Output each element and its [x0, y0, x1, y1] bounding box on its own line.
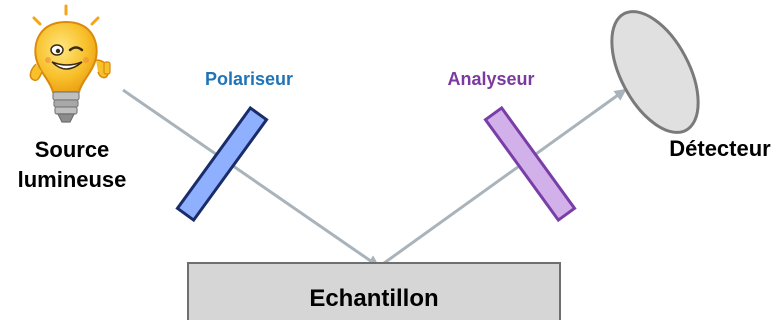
polarizer-plate: [175, 105, 269, 223]
detector-dish: [610, 10, 700, 134]
polarizer-label: Polariseur: [205, 69, 293, 89]
sample-label: Echantillon: [309, 285, 438, 312]
incident-beam: [122, 88, 380, 268]
source-label-line2: lumineuse: [18, 167, 127, 192]
reflected-beam: [379, 88, 627, 268]
analyzer-plate: [483, 105, 577, 223]
detector-label: Détecteur: [669, 136, 771, 161]
source-label-line1: Source: [35, 137, 110, 162]
light-bulb-icon: [29, 4, 111, 123]
analyzer-label: Analyseur: [447, 69, 534, 89]
sample-block: [187, 262, 561, 320]
